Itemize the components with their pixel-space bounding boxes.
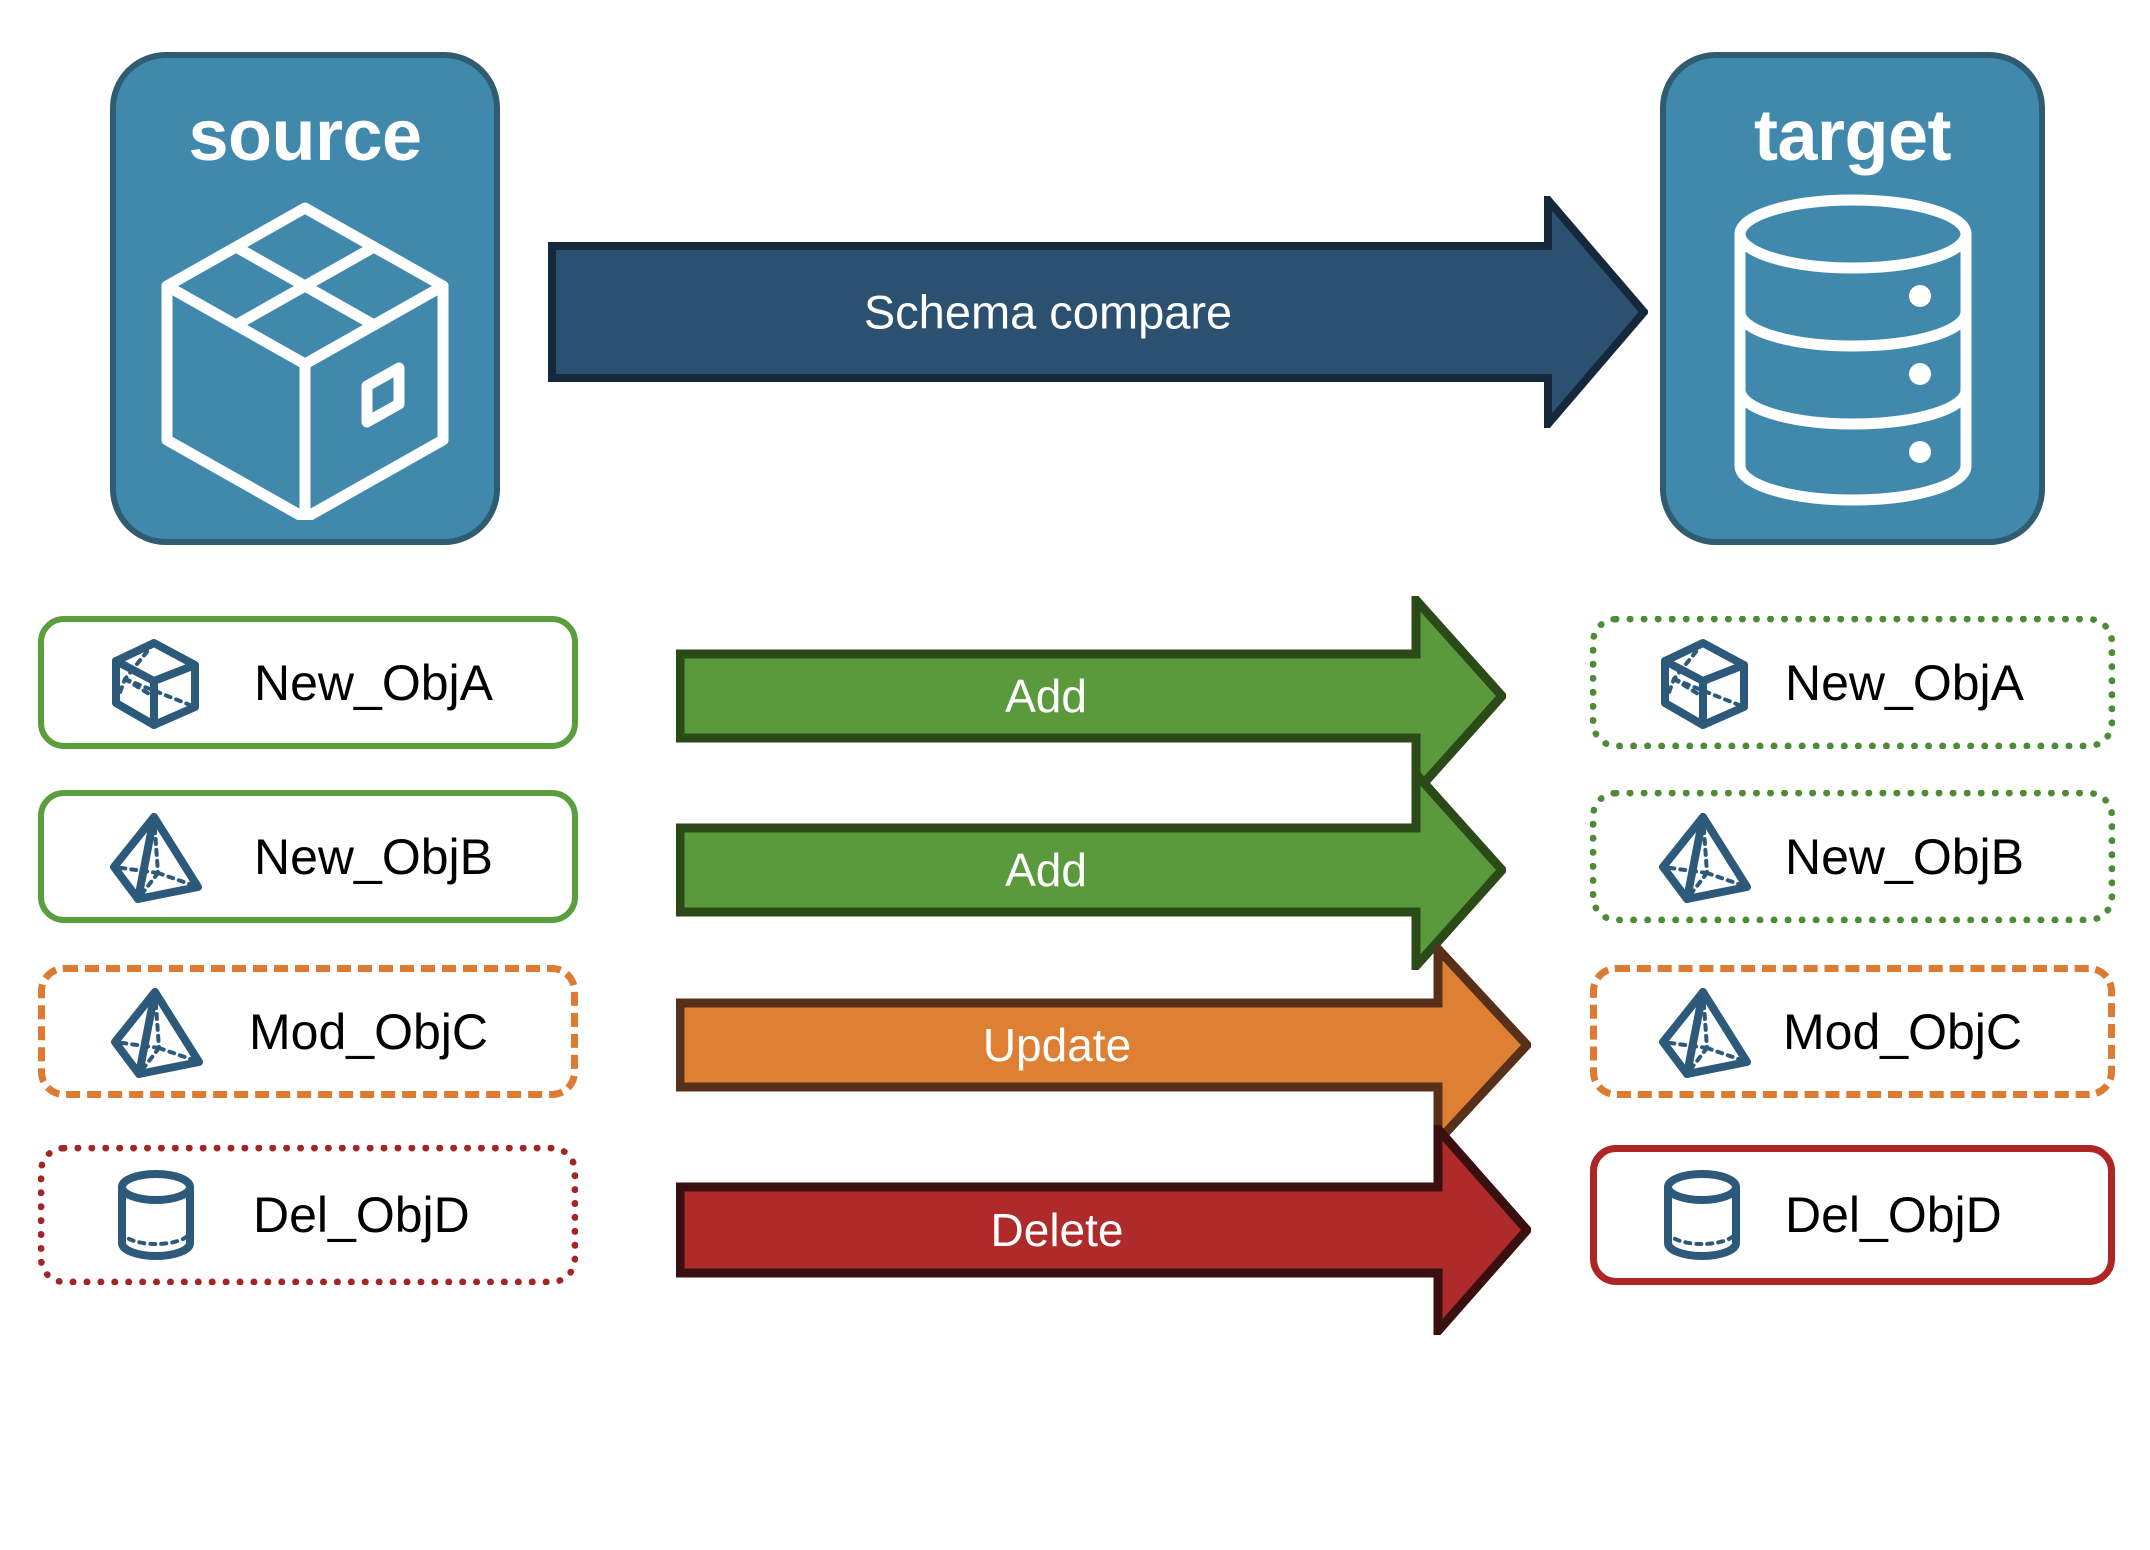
source-object-row-4[interactable]: Del_ObjD (38, 1145, 578, 1285)
package-box-icon (155, 190, 455, 525)
target-object-label-1: New_ObjA (1785, 654, 2024, 711)
delete-arrow-row-4: Delete (676, 1125, 1531, 1335)
update-arrow-label-3: Update (982, 1019, 1132, 1071)
source-endpoint-card: source (110, 52, 500, 545)
source-object-label-4: Del_ObjD (253, 1187, 470, 1243)
add-arrow-row-2: Add (676, 770, 1506, 970)
source-title: source (188, 96, 422, 176)
cylinder-wireframe-icon (1659, 1167, 1745, 1263)
target-object-row-1[interactable]: New_ObjA (1590, 616, 2115, 749)
schema-compare-arrow-label: Schema compare (863, 285, 1233, 339)
pyramid-wireframe-icon (1655, 984, 1755, 1080)
pyramid-wireframe-icon (106, 809, 206, 905)
delete-arrow-label-4: Delete (990, 1204, 1124, 1256)
source-object-label-1: New_ObjA (254, 654, 493, 711)
target-object-label-3: Mod_ObjC (1783, 1003, 2022, 1060)
cube-wireframe-icon (1655, 635, 1751, 731)
cylinder-wireframe-icon (113, 1167, 199, 1263)
target-object-label-4: Del_ObjD (1785, 1187, 2002, 1243)
target-title: target (1753, 96, 1952, 176)
add-arrow-label-2: Add (1005, 844, 1087, 896)
target-object-row-4[interactable]: Del_ObjD (1590, 1145, 2115, 1285)
update-arrow-row-3: Update (676, 945, 1531, 1145)
source-object-label-3: Mod_ObjC (249, 1003, 488, 1060)
pyramid-wireframe-icon (1655, 809, 1755, 905)
schema-compare-arrow: Schema compare (548, 196, 1648, 428)
source-object-row-1[interactable]: New_ObjA (38, 616, 578, 749)
add-arrow-row-1: Add (676, 596, 1506, 796)
source-object-row-3[interactable]: Mod_ObjC (38, 965, 578, 1098)
target-object-row-2[interactable]: New_ObjB (1590, 790, 2115, 923)
source-object-label-2: New_ObjB (254, 828, 493, 885)
target-object-row-3[interactable]: Mod_ObjC (1590, 965, 2115, 1098)
source-object-row-2[interactable]: New_ObjB (38, 790, 578, 923)
target-object-label-2: New_ObjB (1785, 828, 2024, 885)
database-cylinder-icon (1728, 190, 1978, 515)
add-arrow-label-1: Add (1005, 670, 1087, 722)
pyramid-wireframe-icon (107, 984, 207, 1080)
cube-wireframe-icon (106, 635, 202, 731)
target-endpoint-card: target (1660, 52, 2045, 545)
